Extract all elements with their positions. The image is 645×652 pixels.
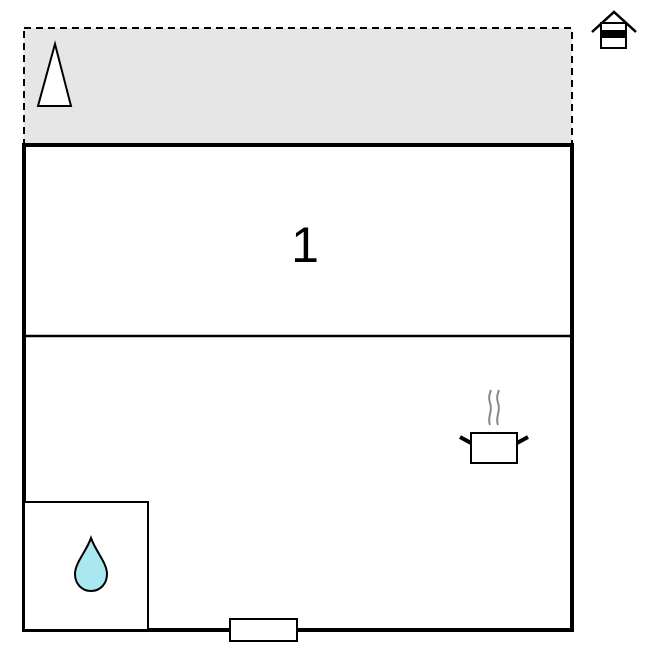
door-icon [229,618,298,642]
room-number-1: 1 [291,217,319,273]
house-icon [591,10,637,49]
parasol-icon [36,40,73,107]
terrace-area [23,27,573,146]
water-drop-icon [73,535,109,593]
cooking-pot-icon [459,389,529,464]
